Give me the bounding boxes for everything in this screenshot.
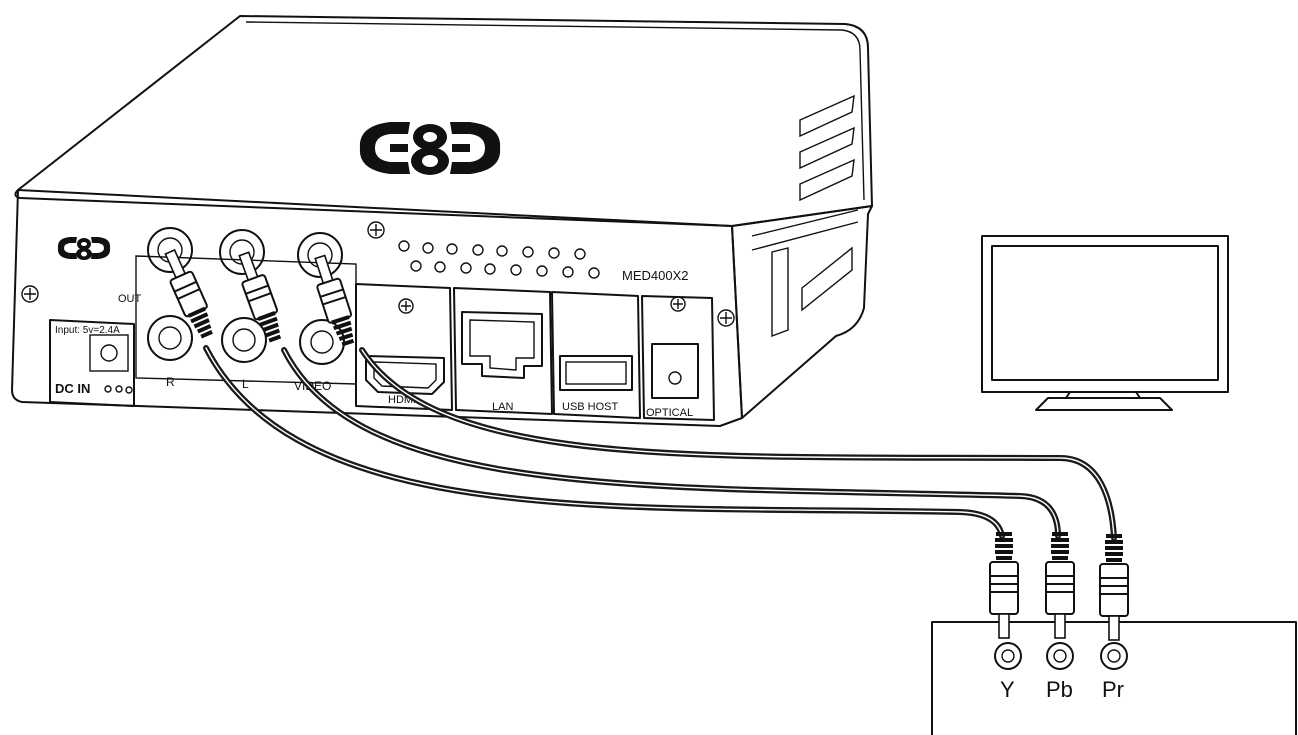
lan-port: LAN [454, 288, 552, 414]
top-logo-icon [360, 122, 500, 175]
usb-host-label: USB HOST [562, 401, 619, 413]
rca-plug-receiver [990, 534, 1128, 640]
lan-label: LAN [492, 401, 513, 413]
media-player: MED400X2 Input: 5v=2.4A DC IN OUT R L VI… [12, 16, 872, 426]
optical-label: OPTICAL [646, 407, 693, 419]
input-y-label: Y [1000, 677, 1015, 702]
player-right-side [732, 206, 872, 418]
front-logo-icon [58, 237, 110, 260]
dc-in-port: Input: 5v=2.4A DC IN [50, 320, 134, 406]
component-cables [206, 348, 1114, 538]
rca-output-panel: OUT R L VIDEO [118, 228, 356, 393]
optical-port: OPTICAL [642, 296, 714, 420]
power-rating-label: Input: 5v=2.4A [55, 325, 120, 336]
model-label: MED400X2 [622, 268, 688, 283]
audio-right-label: R [166, 375, 175, 389]
player-top-bevel [246, 22, 864, 200]
front-vent-holes [399, 241, 599, 278]
player-top-surface [15, 16, 872, 226]
input-pb-label: Pb [1046, 677, 1073, 702]
usb-host-port: USB HOST [552, 292, 640, 418]
tv-icon [982, 236, 1228, 410]
dc-in-label: DC IN [55, 381, 90, 396]
input-pr-label: Pr [1102, 677, 1124, 702]
audio-left-label: L [242, 377, 249, 391]
out-label: OUT [118, 293, 142, 305]
